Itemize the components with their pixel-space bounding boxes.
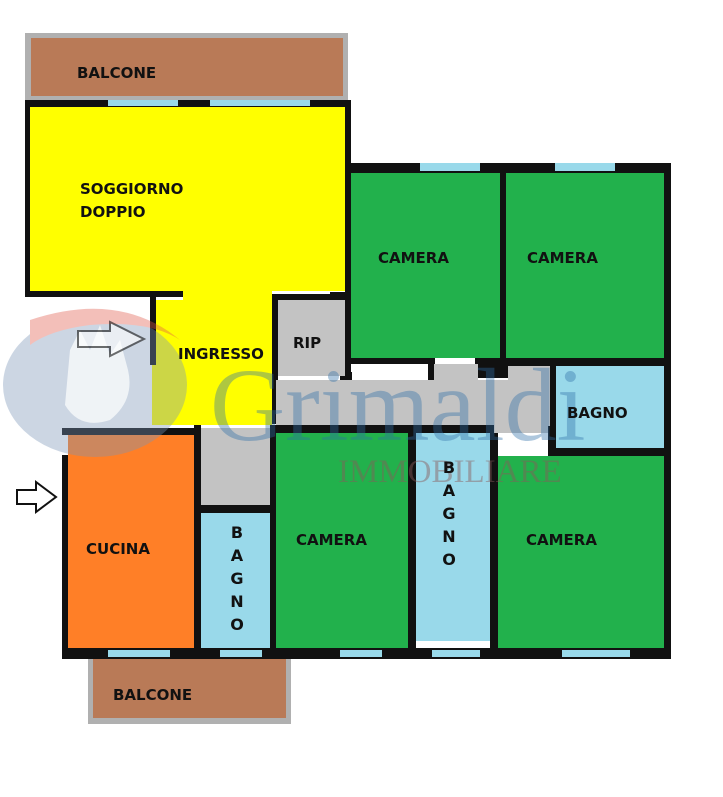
room-soggiorno (30, 107, 345, 301)
label-rip: RIP (293, 334, 321, 352)
hand-logo-icon (3, 308, 187, 457)
balcony-top (25, 33, 348, 100)
arrow-right-outline-icon-hall (77, 320, 147, 358)
label-bagno-left-letter: N (230, 592, 243, 611)
watermark-sub-text: IMMOBILIARE (338, 454, 562, 490)
label-bagno-left-letter: A (231, 546, 244, 565)
arrow-right-outline-icon (16, 480, 58, 514)
label-bagno-mid-letter: O (442, 550, 456, 569)
room-camera-2 (506, 173, 664, 358)
label-bagno-left-letter: O (230, 615, 244, 634)
label-bagno-mid-letter: A (443, 481, 456, 500)
room-bagno-left (201, 513, 270, 648)
room-ingresso (152, 300, 272, 425)
room-rip (278, 300, 345, 376)
label-soggiorno-line2: DOPPIO (80, 203, 146, 221)
label-bagno-vertical-left: B A G N O (230, 523, 244, 634)
label-camera-4: CAMERA (526, 531, 597, 549)
windows (108, 100, 630, 657)
hallway (201, 364, 550, 505)
label-bagno-left-letter: B (231, 523, 243, 542)
label-ingresso: INGRESSO (178, 345, 264, 363)
watermark-sub: IMMOBILIARE (338, 454, 562, 490)
balcony-bottom (88, 659, 291, 724)
label-balcone-top: BALCONE (77, 64, 156, 82)
watermark-brand-text: Grimaldi (210, 348, 585, 463)
label-bagno-vertical-mid: B A G N O (442, 458, 456, 569)
label-bagno-right: BAGNO (567, 404, 628, 422)
label-camera-2: CAMERA (527, 249, 598, 267)
label-camera-1: CAMERA (378, 249, 449, 267)
room-camera-3 (276, 433, 408, 648)
label-balcone-bottom: BALCONE (113, 686, 192, 704)
room-cucina (68, 435, 194, 648)
room-camera-4 (498, 456, 664, 648)
walls (25, 100, 671, 659)
label-soggiorno-line1: SOGGIORNO (80, 180, 183, 198)
room-bagno-right (556, 366, 664, 448)
watermark-brand: Grimaldi (210, 348, 585, 463)
label-bagno-mid-letter: N (442, 527, 455, 546)
room-bagno-mid (416, 433, 490, 641)
label-bagno-left-letter: G (230, 569, 243, 588)
label-bagno-mid-letter: B (443, 458, 455, 477)
label-cucina: CUCINA (86, 540, 150, 558)
label-bagno-mid-letter: G (442, 504, 455, 523)
room-camera-1 (351, 173, 500, 358)
label-camera-3: CAMERA (296, 531, 367, 549)
